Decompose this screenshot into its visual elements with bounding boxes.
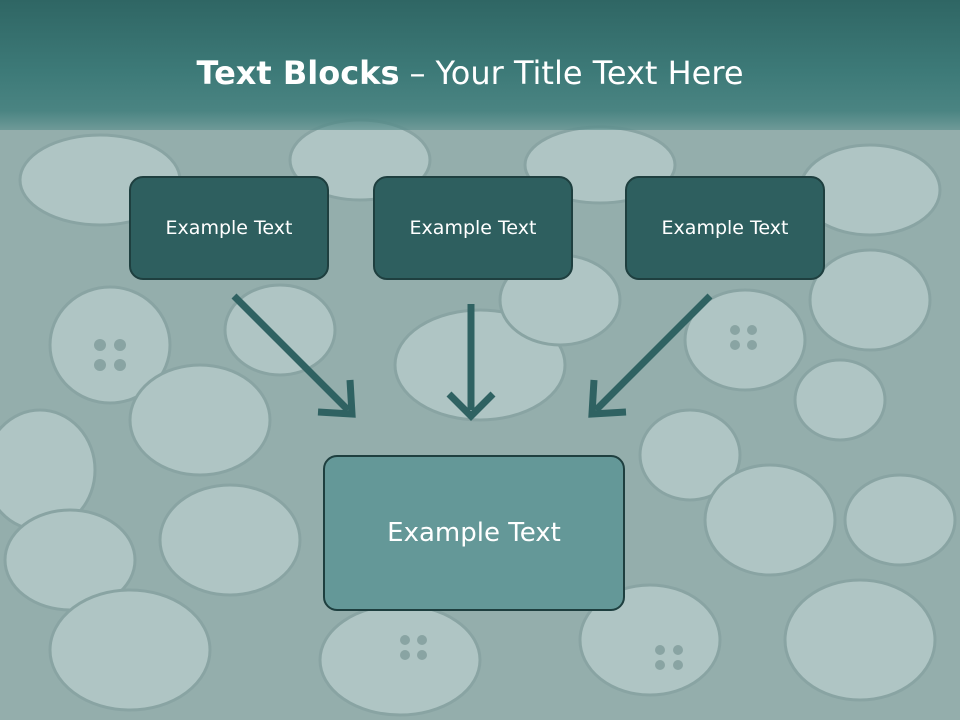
text-block-2-label: Example Text [409,217,537,239]
arrow-right [593,293,713,413]
title-rest: Your Title Text Here [435,54,744,92]
title-bar [0,0,960,130]
text-block-2[interactable]: Example Text [373,176,573,280]
arrowhead-left [317,379,356,418]
text-block-3-label: Example Text [661,217,789,239]
target-block[interactable]: Example Text [323,455,625,611]
arrowhead-center [446,391,496,421]
text-block-1-label: Example Text [165,217,293,239]
text-block-3[interactable]: Example Text [625,176,825,280]
arrowhead-right [588,379,627,418]
slide-title: Text Blocks–Your Title Text Here [0,54,940,92]
title-bold: Text Blocks [196,54,400,92]
target-block-label: Example Text [387,518,561,548]
arrow-left [231,293,351,413]
title-dash: – [409,54,426,92]
text-block-1[interactable]: Example Text [129,176,329,280]
